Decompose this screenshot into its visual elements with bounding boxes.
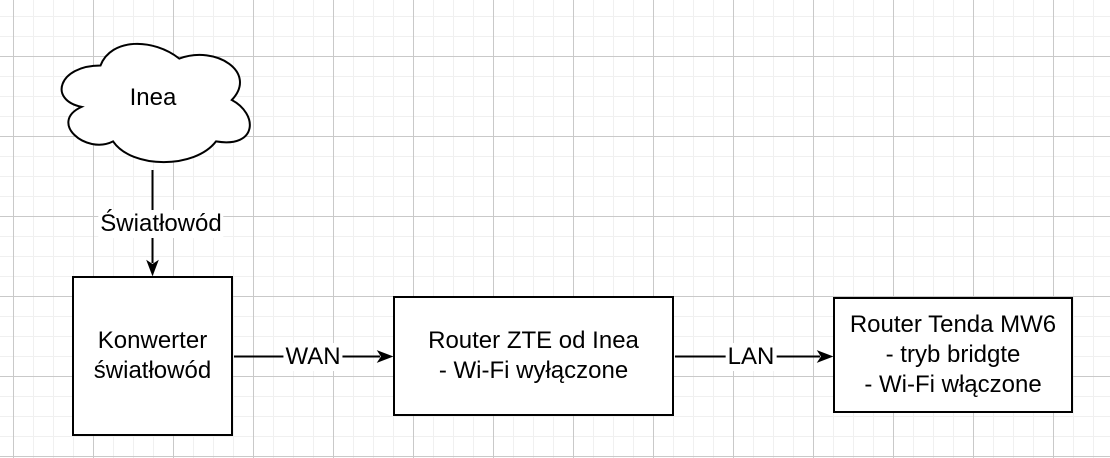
node-router-tenda[interactable]: Router Tenda MW6 - tryb bridgte - Wi-Fi … xyxy=(833,297,1073,413)
node-label-line: Router ZTE od Inea xyxy=(428,327,639,354)
edge-swiatlowod-arrowhead[interactable] xyxy=(146,259,159,277)
edge-label-swiatlowod[interactable]: Światłowód xyxy=(98,210,224,238)
node-router-zte[interactable]: Router ZTE od Inea - Wi-Fi wyłączone xyxy=(393,296,674,416)
node-konwerter-swiatlowod[interactable]: Konwerter światłowód xyxy=(72,276,233,436)
edge-label-lan[interactable]: LAN xyxy=(725,343,777,371)
edge-wan-arrowhead[interactable] xyxy=(376,350,394,363)
node-label-line: - Wi-Fi wyłączone xyxy=(438,357,629,384)
cloud-label-inea[interactable]: Inea xyxy=(129,84,177,111)
node-label-line: Router Tenda MW6 xyxy=(849,311,1057,338)
edge-label-wan[interactable]: WAN xyxy=(283,343,343,371)
node-label-line: - tryb bridgte xyxy=(885,341,1021,368)
node-label-line: Konwerter xyxy=(97,327,208,354)
cloud-shape-inea[interactable] xyxy=(60,42,251,164)
edge-lan-arrowhead[interactable] xyxy=(816,350,834,363)
node-label-line: światłowód xyxy=(93,357,212,384)
node-label-line: - Wi-Fi włączone xyxy=(864,371,1042,398)
